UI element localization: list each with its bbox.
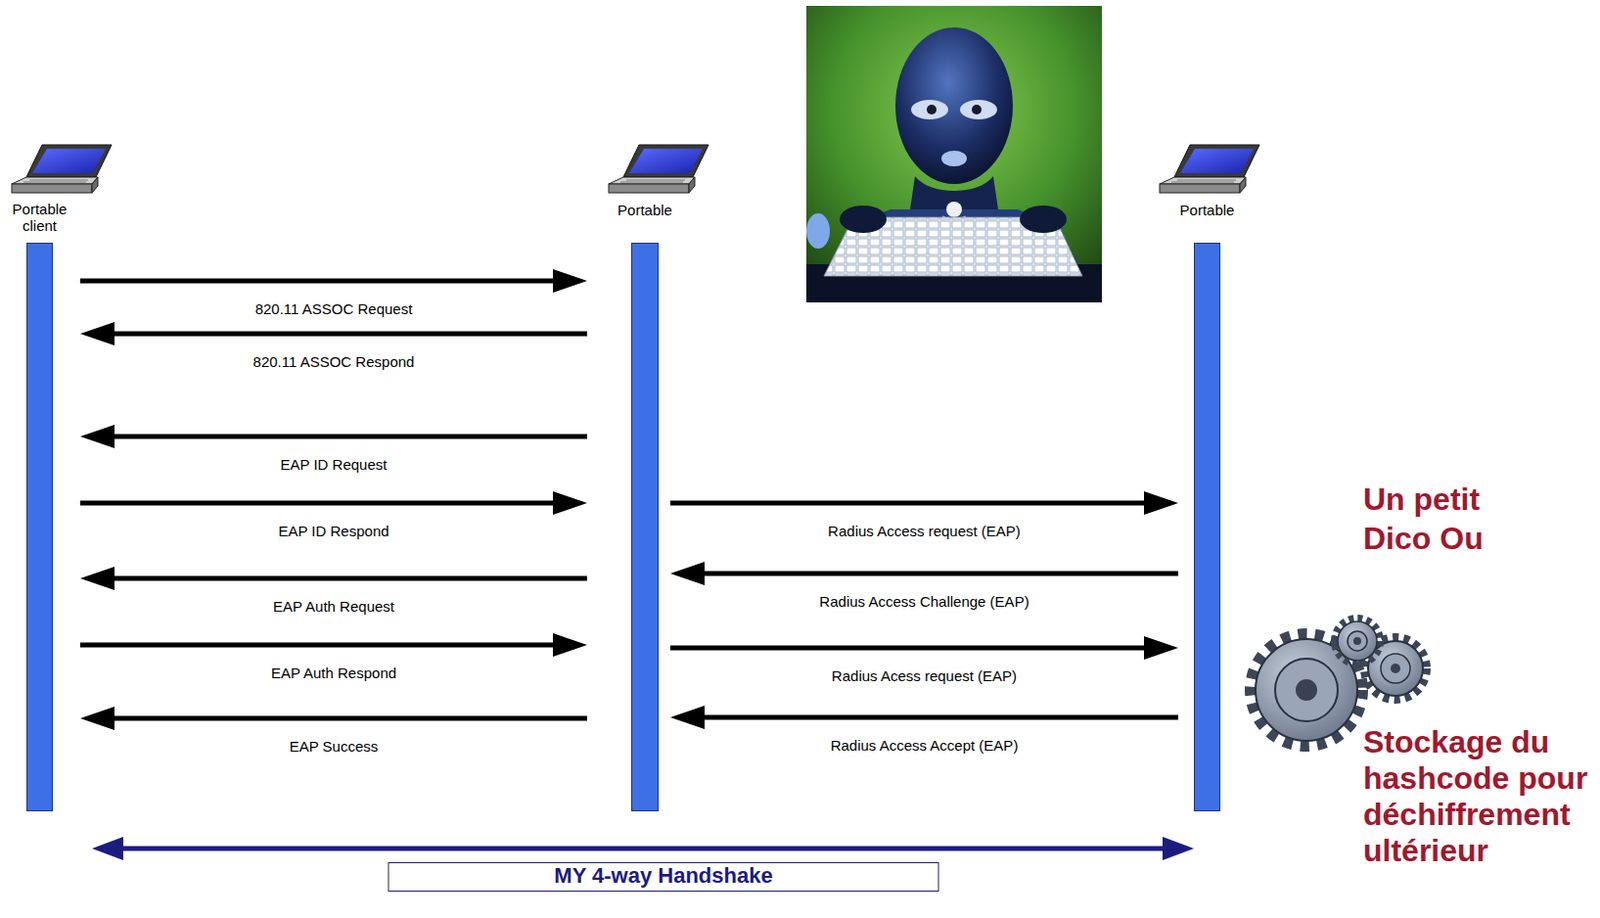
- arrow-line: [113, 576, 588, 582]
- message-arrow: [80, 424, 588, 449]
- drawing-part: [1337, 621, 1377, 661]
- message-arrow: [80, 633, 588, 657]
- message-label: Radius Access Challenge (EAP): [816, 593, 1032, 610]
- arrow-head: [1143, 491, 1179, 515]
- message-arrow: [670, 705, 1179, 730]
- message-arrow: [80, 269, 588, 293]
- lifeline-name: Portable client: [0, 200, 80, 234]
- drawing-part: [941, 150, 967, 167]
- message-label: Radius Acess request (EAP): [828, 667, 1020, 685]
- laptop-icon: [11, 144, 112, 193]
- arrow-line: [670, 501, 1145, 506]
- drawing-part: [1334, 618, 1380, 664]
- message-label: EAP ID Request: [277, 456, 391, 473]
- arrow-line: [670, 645, 1145, 651]
- arrow-line: [703, 715, 1179, 721]
- drawing-part: [1390, 663, 1401, 674]
- message-arrow: [80, 566, 588, 591]
- drawing-part: [806, 213, 830, 249]
- arrow-head: [1162, 836, 1194, 861]
- drawing-part: [911, 99, 949, 120]
- lifeline-name: Portable: [605, 201, 685, 219]
- drawing-part: [926, 104, 937, 115]
- drawing-part: [1347, 631, 1368, 651]
- drawing-part: [1353, 637, 1362, 645]
- arrow-line: [80, 501, 554, 506]
- message-label: 820.11 ASSOC Request: [252, 300, 416, 318]
- laptop-icon: [608, 144, 709, 193]
- arrow-line: [122, 846, 1164, 852]
- drawing-part: [946, 201, 962, 218]
- drawing-part: [895, 27, 1013, 184]
- arrow-head: [1143, 636, 1179, 660]
- message-arrow: [670, 561, 1179, 586]
- laptop-icon: [1159, 144, 1260, 193]
- lifeline-bar: Portable: [631, 242, 659, 812]
- drawing-part: [1380, 653, 1411, 684]
- hacker-picture: [806, 5, 1102, 303]
- arrow-line: [113, 331, 588, 337]
- note-text: Stockage du hashcode pour déchiffrement …: [1363, 724, 1591, 869]
- drawing-part: [1295, 679, 1318, 701]
- message-label: EAP Success: [286, 737, 382, 755]
- arrow-line: [80, 278, 554, 284]
- arrow-head: [552, 269, 588, 293]
- arrow-head: [670, 561, 705, 586]
- message-arrow: [670, 636, 1179, 660]
- drawing-part: [960, 99, 998, 120]
- arrow-line: [113, 434, 588, 440]
- arrow-line: [113, 716, 588, 722]
- message-arrow: [91, 836, 1194, 861]
- message-label: Radius Access request (EAP): [824, 522, 1024, 540]
- arrow-head: [552, 633, 588, 657]
- message-label: EAP ID Respond: [274, 522, 392, 540]
- message-label: EAP Auth Respond: [268, 664, 400, 682]
- message-label: Radius Access Accept (EAP): [827, 736, 1022, 754]
- arrow-line: [703, 571, 1179, 577]
- message-arrow: [80, 706, 588, 731]
- arrow-head: [80, 321, 115, 346]
- arrow-head: [80, 424, 115, 449]
- arrow-head: [552, 491, 588, 515]
- arrow-line: [80, 642, 554, 648]
- lifeline-name: Portable: [1168, 201, 1247, 219]
- note-text: Un petit Dico Ou: [1363, 479, 1491, 558]
- drawing-part: [1275, 658, 1338, 722]
- message-arrow: [670, 491, 1179, 515]
- lifeline-bar: Portable client: [26, 242, 53, 812]
- drawing-part: [971, 104, 982, 115]
- arrow-head: [670, 705, 705, 730]
- arrow-head: [80, 566, 115, 591]
- drawing-part: [1019, 205, 1067, 233]
- drawing-part: [839, 205, 887, 233]
- message-label: EAP Auth Request: [270, 597, 398, 615]
- arrow-head: [80, 706, 115, 731]
- handshake-label: MY 4-way Handshake: [388, 862, 940, 892]
- lifeline-bar: Portable: [1193, 242, 1221, 812]
- message-label: 820.11 ASSOC Respond: [250, 353, 418, 370]
- arrow-head: [91, 836, 124, 861]
- message-arrow: [80, 321, 588, 346]
- message-arrow: [80, 491, 588, 515]
- drawing-part: [806, 5, 1102, 303]
